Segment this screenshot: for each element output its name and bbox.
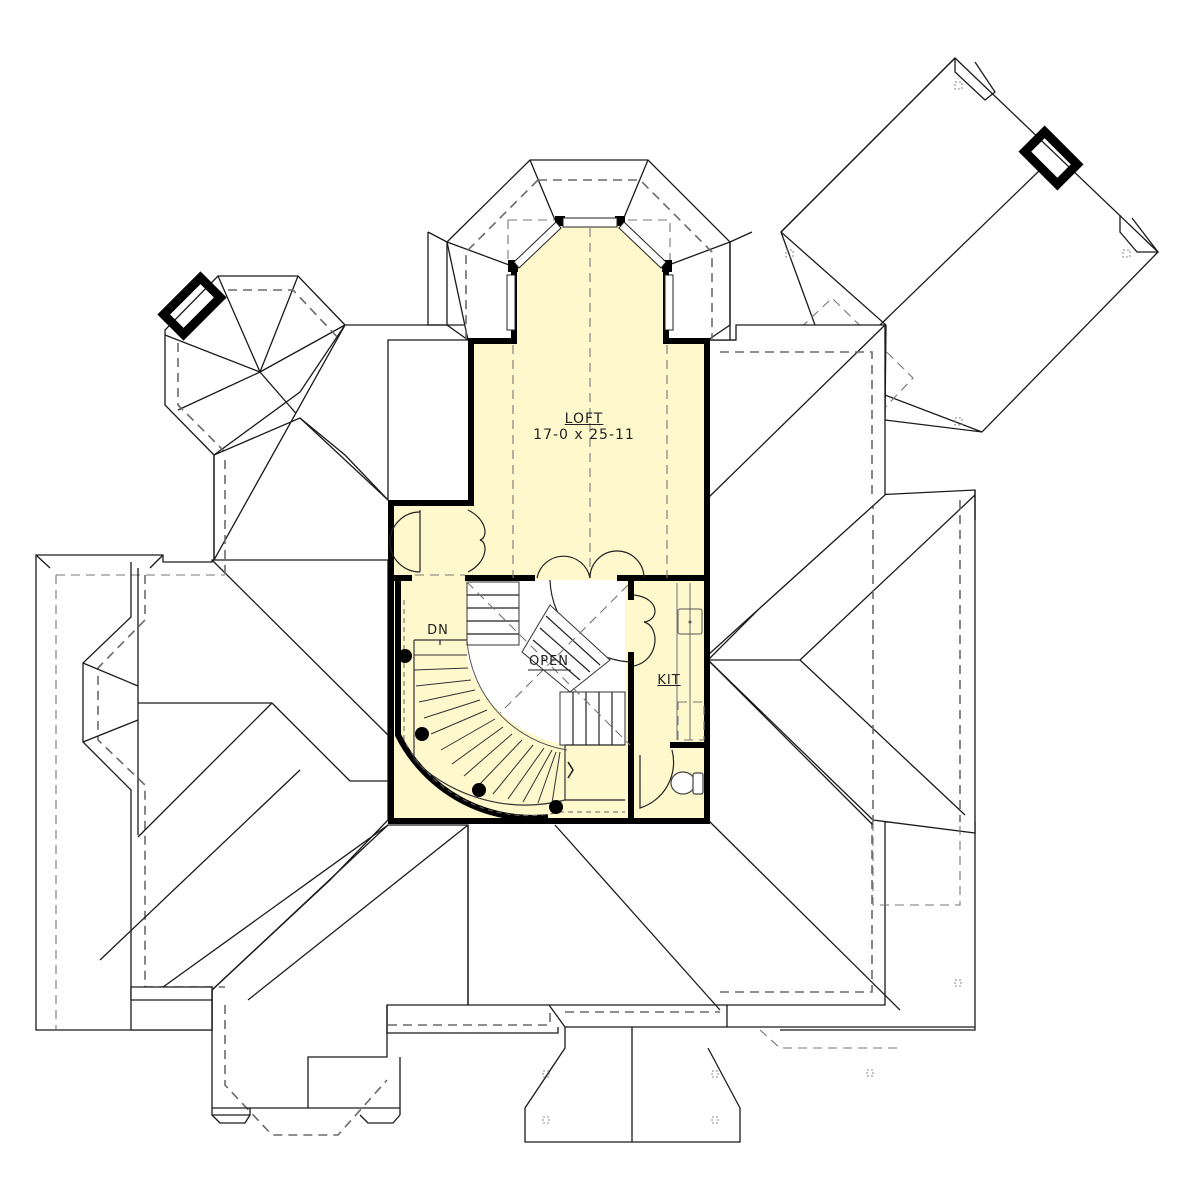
chimney-left-icon <box>157 271 227 341</box>
room-dimensions-loft: 17-0 x 25-11 <box>533 427 635 443</box>
bay-windows <box>506 217 674 331</box>
loft-double-door <box>536 550 645 579</box>
column-post-icon <box>398 649 412 663</box>
closet-double-door <box>389 509 486 576</box>
column-post-icon <box>472 783 486 797</box>
main-hip-roof <box>35 324 976 1143</box>
column-post-icon <box>549 800 563 814</box>
curved-exterior-wall <box>395 580 549 821</box>
chimney-right-icon <box>1018 125 1084 191</box>
column-post-icon <box>415 727 429 741</box>
left-turret-roof <box>164 275 346 456</box>
right-angled-roof-wing <box>780 57 1160 433</box>
upper-floor-area <box>394 222 704 818</box>
room-name-kit: KIT <box>657 673 681 688</box>
room-name-open: OPEN <box>528 654 570 669</box>
stair-direction-label: DN <box>427 623 449 638</box>
bath-door <box>639 749 675 809</box>
toilet-icon <box>670 771 704 795</box>
room-name-loft: LOFT <box>564 411 604 427</box>
kitchen-counter <box>676 583 705 741</box>
curved-staircase <box>398 600 625 817</box>
straight-staircase <box>466 581 631 746</box>
ceiling-lines <box>512 228 668 578</box>
stair-arrow-icon <box>567 761 574 779</box>
